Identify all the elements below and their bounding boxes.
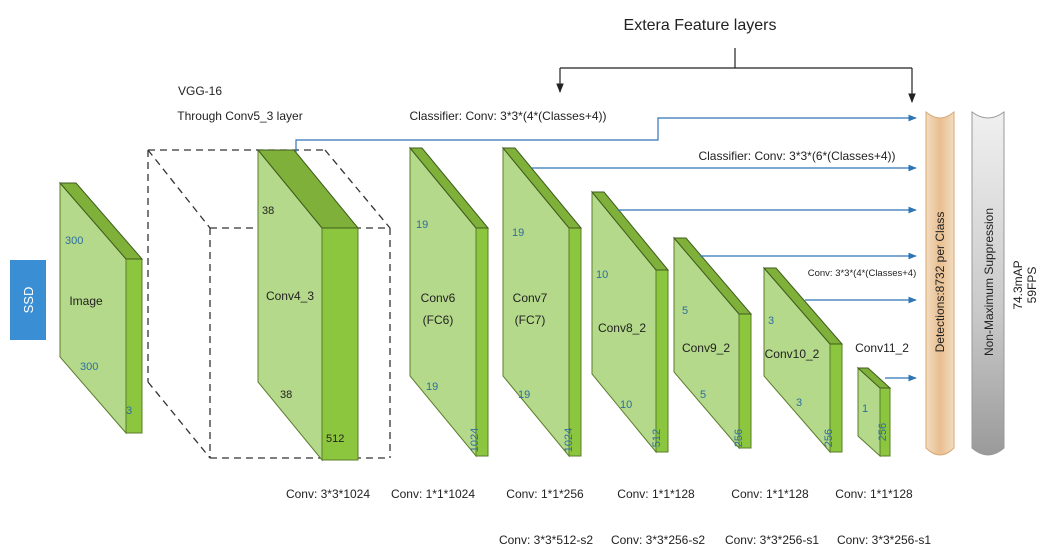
- block-dim-height: 5: [682, 305, 688, 317]
- block-top-face: [58, 182, 144, 260]
- block-depth: 512: [651, 429, 663, 447]
- block-name-sub: (FC7): [515, 313, 546, 327]
- conv-row-2: Conv: 3*3*512-s2 Conv: 3*3*256-s2 Conv: 3*…: [499, 533, 931, 547]
- classifier-top-label: Classifier: Conv: 3*3*(4*(Classes+4)): [409, 109, 606, 123]
- conv-label-row1: Conv: 1*1*128: [731, 487, 809, 501]
- block-top-face: [501, 147, 583, 229]
- block-side-face: [475, 227, 489, 457]
- feature-blocks: Image 300 300 3 Conv4_3 38 38 512 Conv6 (FC6) 19 19…: [58, 146, 909, 462]
- block-name: Conv11_2: [855, 341, 909, 355]
- block-depth: 1024: [469, 428, 481, 452]
- conv-label-row1: Conv: 1*1*1024: [391, 487, 475, 501]
- conv-label-row2: Conv: 3*3*256-s2: [611, 533, 705, 547]
- block-top-face: [408, 147, 490, 229]
- block-top-face: [856, 367, 892, 389]
- block-depth: 256: [733, 429, 745, 447]
- classifier-middle-label: Classifier: Conv: 3*3*(6*(Classes+4)): [698, 149, 895, 163]
- block-dim-height: 10: [596, 269, 608, 281]
- block-depth: 256: [823, 429, 835, 447]
- block-depth: 3: [126, 405, 132, 417]
- block-top-face: [672, 237, 753, 315]
- block-name: Image: [69, 294, 103, 308]
- block-dim-height: 3: [768, 315, 774, 327]
- block-dim-width: 19: [518, 389, 530, 401]
- arrow-conv4_3: [295, 114, 917, 152]
- conv-label-row1: Conv: 1*1*128: [617, 487, 695, 501]
- block-name: Conv8_2: [598, 321, 646, 335]
- block-name: Conv9_2: [682, 341, 730, 355]
- block-depth: 256: [877, 423, 889, 441]
- block-top-face: [590, 191, 670, 271]
- block-dim-width: 38: [280, 389, 292, 401]
- classifier-arrows: [295, 114, 917, 382]
- result-fps: 59FPS: [1025, 267, 1037, 304]
- block-dim-width: 3: [796, 397, 802, 409]
- block-name-sub: (FC6): [423, 313, 454, 327]
- block-dim-height: 19: [512, 227, 524, 239]
- block-name: Conv7: [513, 291, 548, 305]
- classifier-small-label: Conv: 3*3*(4*(Classes+4): [808, 268, 917, 279]
- block-conv7: Conv7 (FC7) 19 19 1024: [501, 146, 583, 458]
- result-map: 74.3mAP: [1011, 260, 1025, 309]
- extra-feature-layers-title: Extera Feature layers: [624, 17, 777, 34]
- block-depth: 512: [326, 433, 344, 445]
- vgg-subtitle: Through Conv5_3 layer: [177, 109, 302, 123]
- conv-label-row1: Conv: 1*1*128: [835, 487, 913, 501]
- conv-label-row2: Conv: 3*3*256-s1: [725, 533, 819, 547]
- conv-row-1: Conv: 3*3*1024 Conv: 1*1*1024 Conv: 1*1*25…: [286, 487, 913, 501]
- block-dim-height: 1: [862, 403, 868, 415]
- block-side-face: [879, 387, 891, 457]
- block-conv9_2: Conv9_2 5 5 256: [672, 236, 753, 450]
- block-dim-height: 38: [262, 205, 274, 217]
- block-name: Conv6: [421, 291, 456, 305]
- block-dim-width: 10: [620, 399, 632, 411]
- block-dim-width: 300: [80, 361, 98, 373]
- nms-bar: [971, 111, 1005, 456]
- block-side-face: [655, 269, 669, 453]
- conv-label-row2: Conv: 3*3*256-s1: [837, 533, 931, 547]
- vgg-dashed-frame: [147, 149, 391, 459]
- block-conv4_3: Conv4_3 38 38 512: [256, 148, 360, 462]
- vgg-name: VGG-16: [178, 84, 222, 98]
- block-top-face: [256, 149, 360, 229]
- block-name: Conv4_3: [266, 289, 314, 303]
- block-dim-width: 5: [700, 389, 706, 401]
- conv-label-row1: Conv: 3*3*1024: [286, 487, 370, 501]
- title-bracket: [556, 48, 916, 103]
- block-dim-width: 19: [426, 381, 438, 393]
- block-dim-height: 19: [416, 219, 428, 231]
- block-side-face: [738, 313, 752, 449]
- block-dim-height: 300: [65, 235, 83, 247]
- detections-label: Detections:8732 per Class: [933, 212, 947, 353]
- conv-label-row1: Conv: 1*1*256: [506, 487, 584, 501]
- detections-bar: [925, 110, 955, 456]
- nms-label: Non-Maximum Suppression: [982, 208, 996, 356]
- block-depth: 1024: [563, 428, 575, 452]
- block-conv6: Conv6 (FC6) 19 19 1024: [408, 146, 490, 458]
- block-image: Image 300 300 3: [58, 181, 144, 435]
- block-conv11_2: Conv11_2 1 256: [855, 341, 909, 458]
- block-side-face: [321, 227, 359, 461]
- block-top-face: [762, 267, 844, 345]
- block-conv10_2: Conv10_2 3 3 256: [762, 266, 844, 454]
- conv-label-row2: Conv: 3*3*512-s2: [499, 533, 593, 547]
- block-name: Conv10_2: [765, 347, 820, 361]
- ssd-label: SSD: [21, 287, 36, 314]
- block-side-face: [568, 227, 582, 457]
- block-conv8_2: Conv8_2 10 10 512: [590, 190, 670, 454]
- ssd-box: [10, 260, 46, 340]
